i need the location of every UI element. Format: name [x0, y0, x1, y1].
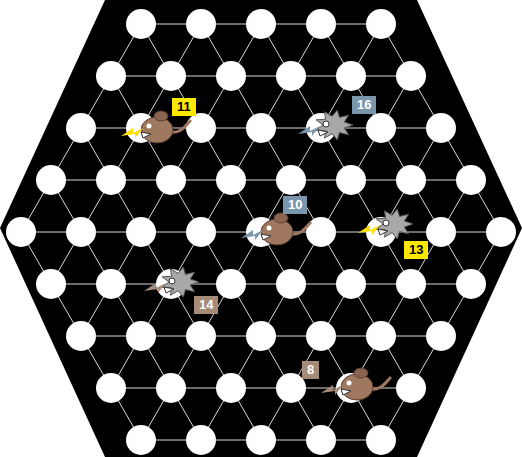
board-spot: [6, 217, 36, 247]
board-spot: [156, 373, 186, 403]
board-spot: [126, 9, 156, 39]
grid-dots: [6, 9, 516, 455]
board-spot: [366, 321, 396, 351]
board-spot: [426, 113, 456, 143]
piece-part: [141, 117, 173, 143]
piece-part: [261, 219, 293, 245]
board-spot: [126, 217, 156, 247]
piece-part: [316, 110, 353, 140]
callout-number: 13: [404, 241, 428, 259]
rat-piece: [321, 368, 391, 400]
board-spot: [396, 165, 426, 195]
board-spot: [246, 113, 276, 143]
piece-part: [164, 287, 174, 293]
board-spot: [216, 269, 246, 299]
board-spot: [156, 61, 186, 91]
board-spot: [126, 321, 156, 351]
board-spot: [276, 165, 306, 195]
grid-lines: [21, 24, 501, 440]
hedgehog-piece: [298, 110, 353, 140]
board-spot: [186, 321, 216, 351]
callout-number: 16: [352, 96, 376, 114]
piece-part: [141, 132, 151, 138]
board-spot: [426, 321, 456, 351]
board-spot: [306, 217, 336, 247]
piece-part: [274, 213, 288, 223]
board-spot: [96, 165, 126, 195]
piece-part: [121, 128, 143, 138]
piece-part: [261, 234, 271, 240]
board-spot: [246, 425, 276, 455]
board-spot: [456, 269, 486, 299]
piece-part: [144, 283, 166, 293]
pieces: [121, 110, 413, 400]
rat-piece: [241, 213, 311, 245]
callout-number: 11: [172, 98, 196, 116]
board-spot: [306, 425, 336, 455]
piece-part: [298, 126, 320, 136]
board-spot: [66, 113, 96, 143]
board-spot: [156, 165, 186, 195]
board-spot: [456, 165, 486, 195]
board-spot: [366, 425, 396, 455]
board-spot: [336, 61, 366, 91]
hedgehog-piece: [144, 267, 199, 297]
board-spot: [246, 321, 276, 351]
board-spot: [216, 165, 246, 195]
board-spot: [426, 217, 456, 247]
board-spot: [216, 373, 246, 403]
piece-part: [378, 229, 388, 235]
board-spot: [186, 217, 216, 247]
board-spot: [36, 269, 66, 299]
piece-part: [241, 230, 263, 240]
piece-part: [323, 121, 329, 127]
board-spot: [96, 61, 126, 91]
board-spot: [36, 165, 66, 195]
piece-part: [376, 209, 413, 239]
board-spot: [96, 269, 126, 299]
board-spot: [126, 425, 156, 455]
piece-part: [169, 278, 175, 284]
board-spot: [306, 9, 336, 39]
board-spot: [486, 217, 516, 247]
piece-part: [347, 381, 352, 386]
hedgehog-piece: [358, 209, 413, 239]
piece-part: [267, 226, 272, 231]
board-spot: [396, 269, 426, 299]
piece-part: [147, 124, 152, 129]
piece-part: [162, 267, 199, 297]
board-spot: [276, 61, 306, 91]
piece-part: [341, 389, 351, 395]
piece-part: [383, 220, 389, 226]
piece-part: [321, 385, 343, 395]
piece-part: [354, 368, 368, 378]
callout-number: 8: [302, 361, 319, 379]
piece-part: [358, 225, 380, 235]
board-spot: [366, 113, 396, 143]
board-spot: [186, 425, 216, 455]
board-spot: [96, 373, 126, 403]
board-spot: [396, 373, 426, 403]
piece-part: [154, 111, 168, 121]
board-spot: [66, 217, 96, 247]
board-spot: [396, 61, 426, 91]
piece-part: [318, 130, 328, 136]
board-spot: [186, 9, 216, 39]
board-spot: [306, 321, 336, 351]
callout-number: 10: [283, 196, 307, 214]
board-spot: [366, 9, 396, 39]
board-spot: [216, 61, 246, 91]
board-spot: [186, 113, 216, 143]
callout-number: 14: [194, 296, 218, 314]
board-spot: [246, 9, 276, 39]
piece-part: [341, 374, 373, 400]
board-spot: [336, 269, 366, 299]
board-spot: [336, 165, 366, 195]
board-spot: [276, 269, 306, 299]
board-spot: [66, 321, 96, 351]
